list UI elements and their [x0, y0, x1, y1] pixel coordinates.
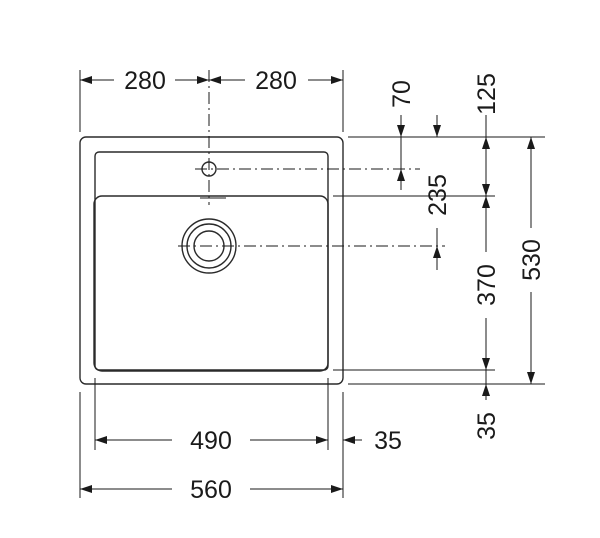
label-top-left-half: 280 — [124, 67, 166, 95]
label-side-margin: 35 — [374, 427, 402, 455]
extension-lines — [79, 70, 545, 498]
center-lines — [178, 70, 445, 247]
label-overall-width: 560 — [190, 476, 232, 504]
dim-bowl-depth — [482, 196, 490, 370]
dim-125-offset — [482, 115, 490, 196]
label-overall-depth: 530 — [518, 239, 546, 281]
sink-bowl — [93, 195, 329, 372]
label-waste-offset: 235 — [424, 174, 452, 216]
label-overall-offset: 125 — [473, 73, 501, 115]
label-top-right-half: 280 — [255, 67, 297, 95]
dim-overall-width — [80, 485, 343, 493]
sink-outer-rim — [79, 136, 344, 385]
dim-waste-offset — [433, 115, 441, 270]
dim-tap-hole-offset — [397, 115, 405, 190]
sink-outline — [79, 136, 344, 385]
label-tap-hole-offset: 70 — [388, 80, 416, 108]
label-bowl-width: 490 — [190, 427, 232, 455]
label-bottom-margin: 35 — [473, 412, 501, 440]
dim-overall-depth — [527, 137, 535, 384]
dim-side-margin — [343, 436, 362, 444]
dim-top-right — [209, 76, 343, 84]
dim-bottom-margin — [482, 370, 490, 400]
dim-top-left — [80, 76, 209, 84]
dim-bowl-width — [95, 436, 328, 444]
label-bowl-depth: 370 — [473, 264, 501, 306]
